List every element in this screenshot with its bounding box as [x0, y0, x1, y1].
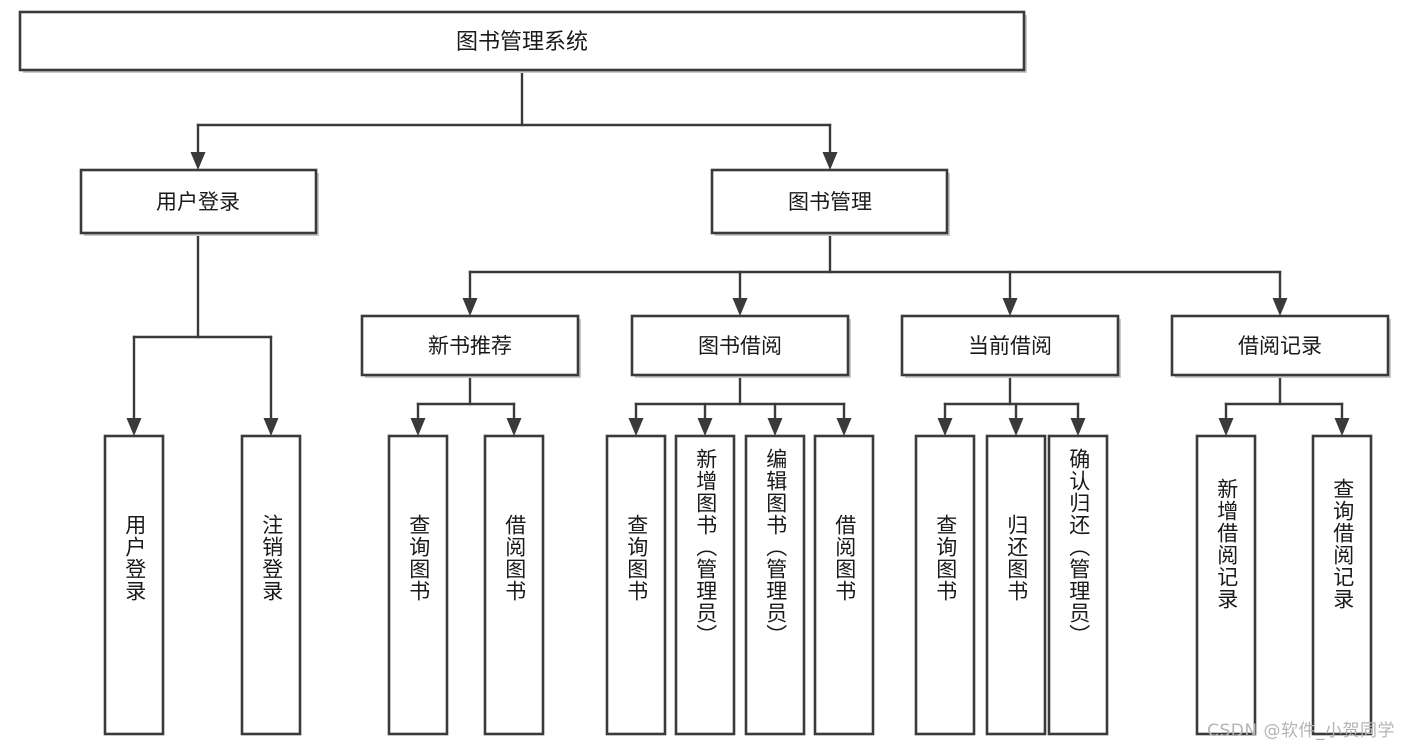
leaf-box-book-borrow-2[interactable]	[744, 434, 806, 736]
node-root[interactable]: 图书管理系统	[18, 10, 1027, 73]
connector-current-to-leaves	[937, 373, 1086, 436]
connector-userlogin-to-leaves	[126, 231, 279, 436]
node-book-borrow-label: 图书借阅	[698, 334, 782, 358]
node-current-borrow[interactable]: 当前借阅	[900, 314, 1121, 378]
leaf-box-current-borrow-1[interactable]	[985, 434, 1047, 736]
node-current-borrow-label: 当前借阅	[968, 334, 1052, 358]
node-borrow-record[interactable]: 借阅记录	[1170, 314, 1391, 378]
leaf-box-book-borrow-3[interactable]	[813, 434, 875, 736]
leaf-box-book-borrow-1[interactable]	[674, 434, 736, 736]
leaf-box-user-login-1[interactable]	[240, 434, 302, 736]
node-new-book-recommend[interactable]: 新书推荐	[360, 314, 581, 378]
connector-bookmgmt-to-level3	[462, 231, 1288, 316]
leaf-box-user-login-0[interactable]	[103, 434, 165, 736]
node-book-borrow[interactable]: 图书借阅	[630, 314, 851, 378]
leaf-box-book-borrow-0[interactable]	[605, 434, 667, 736]
node-user-login-label: 用户登录	[156, 190, 240, 214]
connector-root-to-level2	[190, 68, 838, 170]
connector-borrow-to-leaves	[628, 373, 852, 436]
watermark-text: CSDN @软件_小贺同学	[1207, 721, 1395, 741]
leaf-box-current-borrow-0[interactable]	[914, 434, 976, 736]
node-user-login[interactable]: 用户登录	[79, 168, 319, 236]
leaf-box-new-book-1[interactable]	[483, 434, 545, 736]
leaf-box-new-book-0[interactable]	[387, 434, 449, 736]
connector-newbook-to-leaves	[410, 373, 522, 436]
node-root-label: 图书管理系统	[456, 30, 588, 55]
leaf-box-borrow-record-0[interactable]	[1195, 434, 1257, 736]
node-new-book-recommend-label: 新书推荐	[428, 334, 512, 358]
connector-record-to-leaves	[1218, 373, 1350, 436]
node-borrow-record-label: 借阅记录	[1238, 334, 1322, 358]
leaf-box-borrow-record-1[interactable]	[1311, 434, 1373, 736]
node-book-management[interactable]: 图书管理	[710, 168, 950, 236]
leaf-box-current-borrow-2[interactable]	[1047, 434, 1109, 736]
node-book-management-label: 图书管理	[788, 190, 872, 214]
